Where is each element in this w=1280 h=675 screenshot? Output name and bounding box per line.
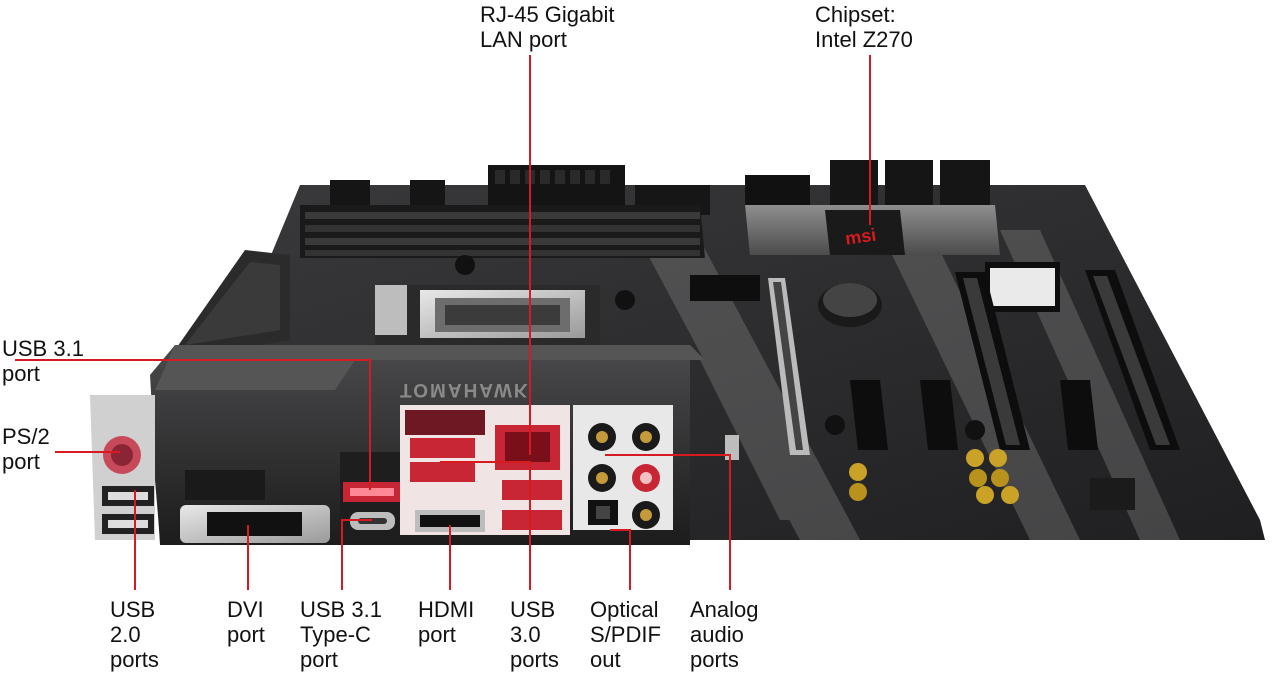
- label-rj45-lan: RJ-45 Gigabit LAN port: [480, 2, 615, 52]
- label-optical: Optical S/PDIF out: [590, 597, 661, 672]
- label-ps2: PS/2 port: [2, 424, 50, 474]
- label-dvi: DVI port: [227, 597, 265, 647]
- usb30-port-1: [410, 438, 475, 458]
- usb30-port-4: [502, 510, 562, 530]
- wifi-antenna-post: [725, 435, 739, 460]
- usb30-port-3: [502, 480, 562, 500]
- pcie-x16-slots: [768, 270, 1180, 455]
- audio-capacitors: [849, 449, 1019, 504]
- msi-logo: msi: [844, 225, 878, 249]
- label-hdmi: HDMI port: [418, 597, 475, 647]
- label-usb31: USB 3.1 port: [2, 336, 84, 386]
- pcie-x1-slots: [850, 380, 1098, 450]
- label-usb30: USB 3.0 ports: [510, 597, 559, 672]
- label-usb31-typec: USB 3.1 Type-C port: [300, 597, 382, 672]
- audio-codec: [1090, 478, 1135, 510]
- usb30-port-2: [410, 462, 475, 482]
- callout-lines: [15, 55, 871, 590]
- audio-jacks: [588, 423, 660, 529]
- svg-text:TOMAHAWK: TOMAHAWK: [400, 379, 530, 400]
- dimm-slots: [300, 205, 705, 258]
- cpu-socket: [375, 285, 600, 350]
- label-chipset: Chipset: Intel Z270: [815, 2, 913, 52]
- m2-slot-1: [690, 275, 760, 301]
- chipset-heatsink: msi: [745, 160, 1000, 255]
- label-analog-audio: Analog audio ports: [690, 597, 759, 672]
- label-usb20: USB 2.0 ports: [110, 597, 159, 672]
